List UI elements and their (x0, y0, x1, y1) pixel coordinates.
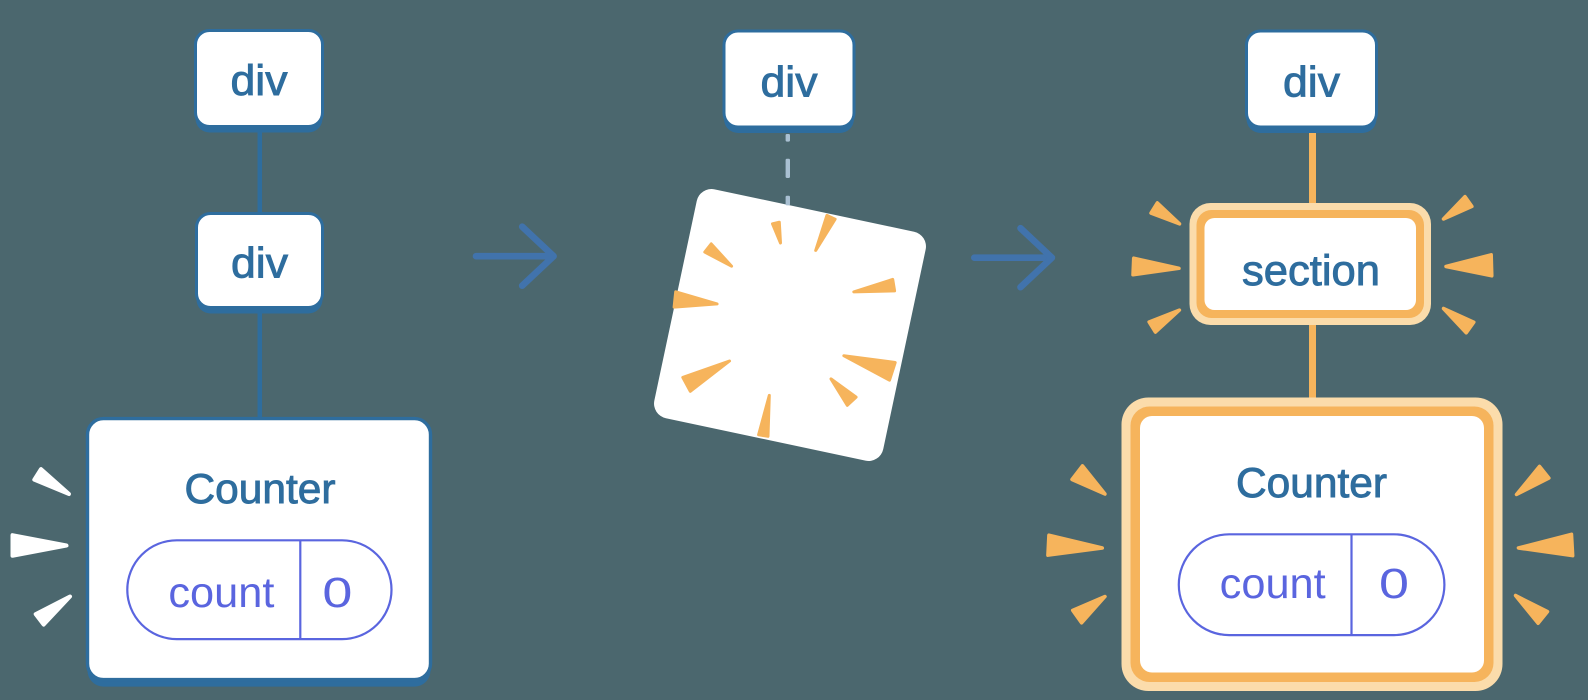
svg-text:div: div (231, 57, 289, 105)
svg-text:div: div (231, 240, 289, 288)
svg-text:0: 0 (1379, 560, 1409, 608)
svg-text:0: 0 (322, 569, 352, 617)
svg-text:count: count (1220, 560, 1326, 608)
svg-text:count: count (168, 569, 274, 617)
svg-text:Counter: Counter (1236, 459, 1387, 506)
svg-text:Counter: Counter (185, 465, 336, 512)
svg-text:div: div (761, 59, 819, 107)
svg-text:div: div (1283, 59, 1341, 107)
svg-text:section: section (1242, 247, 1380, 295)
